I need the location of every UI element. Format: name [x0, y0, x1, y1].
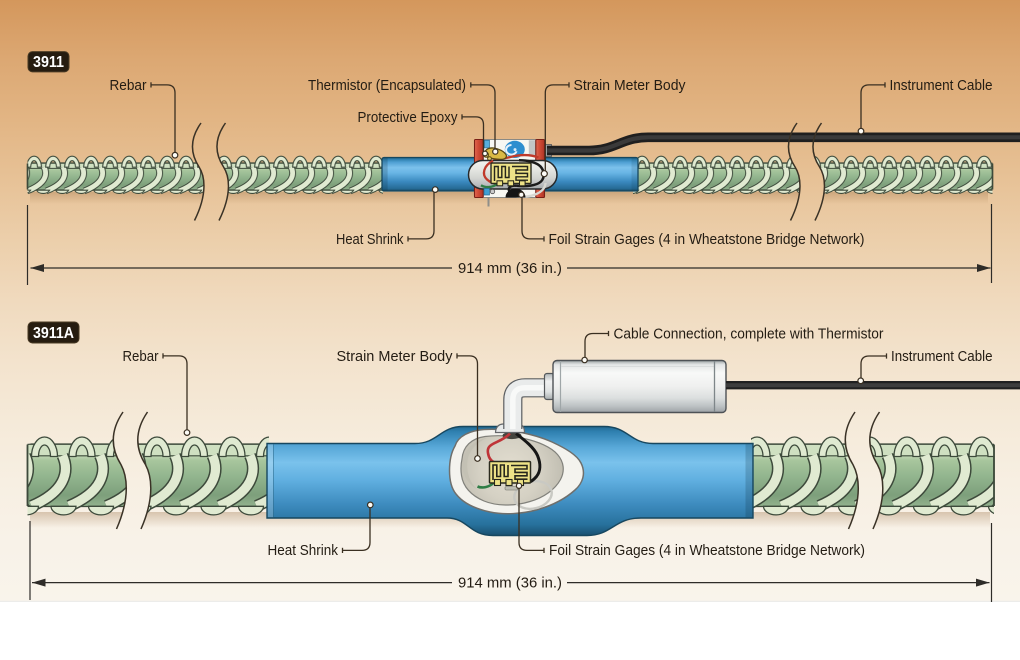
svg-text:Instrument Cable: Instrument Cable: [890, 77, 993, 94]
svg-text:Cable Connection, complete wit: Cable Connection, complete with Thermist…: [614, 325, 884, 342]
svg-text:3911A: 3911A: [33, 325, 74, 342]
svg-text:Foil Strain Gages (4 in Wheats: Foil Strain Gages (4 in Wheatstone Bridg…: [549, 231, 865, 248]
svg-text:3911: 3911: [33, 54, 64, 71]
svg-text:914 mm (36 in.): 914 mm (36 in.): [458, 260, 562, 277]
svg-text:Strain Meter Body: Strain Meter Body: [337, 348, 453, 365]
svg-text:Foil Strain Gages (4 in Wheats: Foil Strain Gages (4 in Wheatstone Bridg…: [549, 542, 865, 559]
svg-text:Strain Meter Body: Strain Meter Body: [574, 77, 686, 94]
svg-text:Thermistor (Encapsulated): Thermistor (Encapsulated): [308, 77, 466, 94]
svg-text:Heat Shrink: Heat Shrink: [336, 231, 404, 248]
svg-text:Rebar: Rebar: [110, 77, 147, 94]
svg-text:Rebar: Rebar: [123, 348, 159, 365]
svg-text:Heat Shrink: Heat Shrink: [268, 542, 339, 559]
svg-text:Instrument Cable: Instrument Cable: [891, 348, 993, 365]
svg-text:Protective Epoxy: Protective Epoxy: [358, 109, 458, 126]
svg-text:914 mm (36 in.): 914 mm (36 in.): [458, 574, 562, 591]
